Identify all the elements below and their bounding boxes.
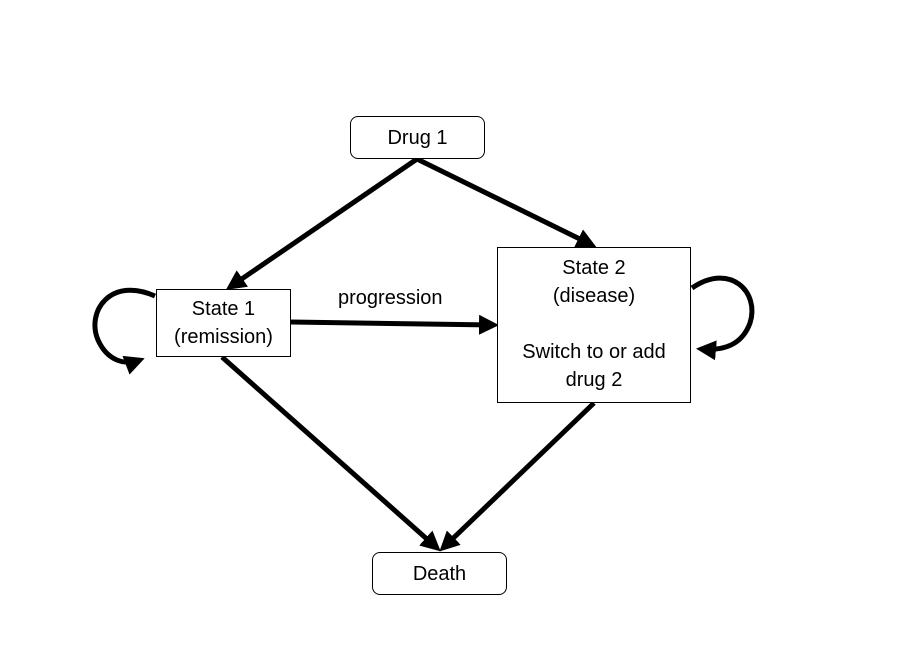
- self-loop-state1: [92, 287, 157, 375]
- arrow-drug1-to-state2: [415, 156, 597, 248]
- arrow-state1-to-death: [220, 355, 441, 552]
- node-state2-line3: Switch to or add: [522, 341, 666, 363]
- node-drug1: Drug 1: [350, 116, 485, 159]
- arrow-drug1-to-state1: [225, 156, 419, 290]
- node-state1-line1: State 1: [191, 298, 256, 320]
- node-state1-line2: (remission): [174, 326, 273, 348]
- node-state2-line4: drug 2: [565, 369, 623, 391]
- edge-label-progression: progression: [338, 287, 443, 309]
- node-state2: State 2 (disease) Switch to or add drug …: [497, 247, 691, 403]
- arrow-state2-to-death: [439, 401, 596, 552]
- node-state2-line2: (disease): [552, 285, 636, 307]
- node-drug1-label: Drug 1: [387, 126, 448, 149]
- arrow-progression: [290, 314, 499, 335]
- node-state1: State 1 (remission): [156, 289, 291, 357]
- node-state2-line1: State 2: [562, 257, 626, 279]
- node-death-label: Death: [412, 562, 467, 585]
- node-death: Death: [372, 552, 507, 595]
- self-loop-state2: [690, 275, 755, 361]
